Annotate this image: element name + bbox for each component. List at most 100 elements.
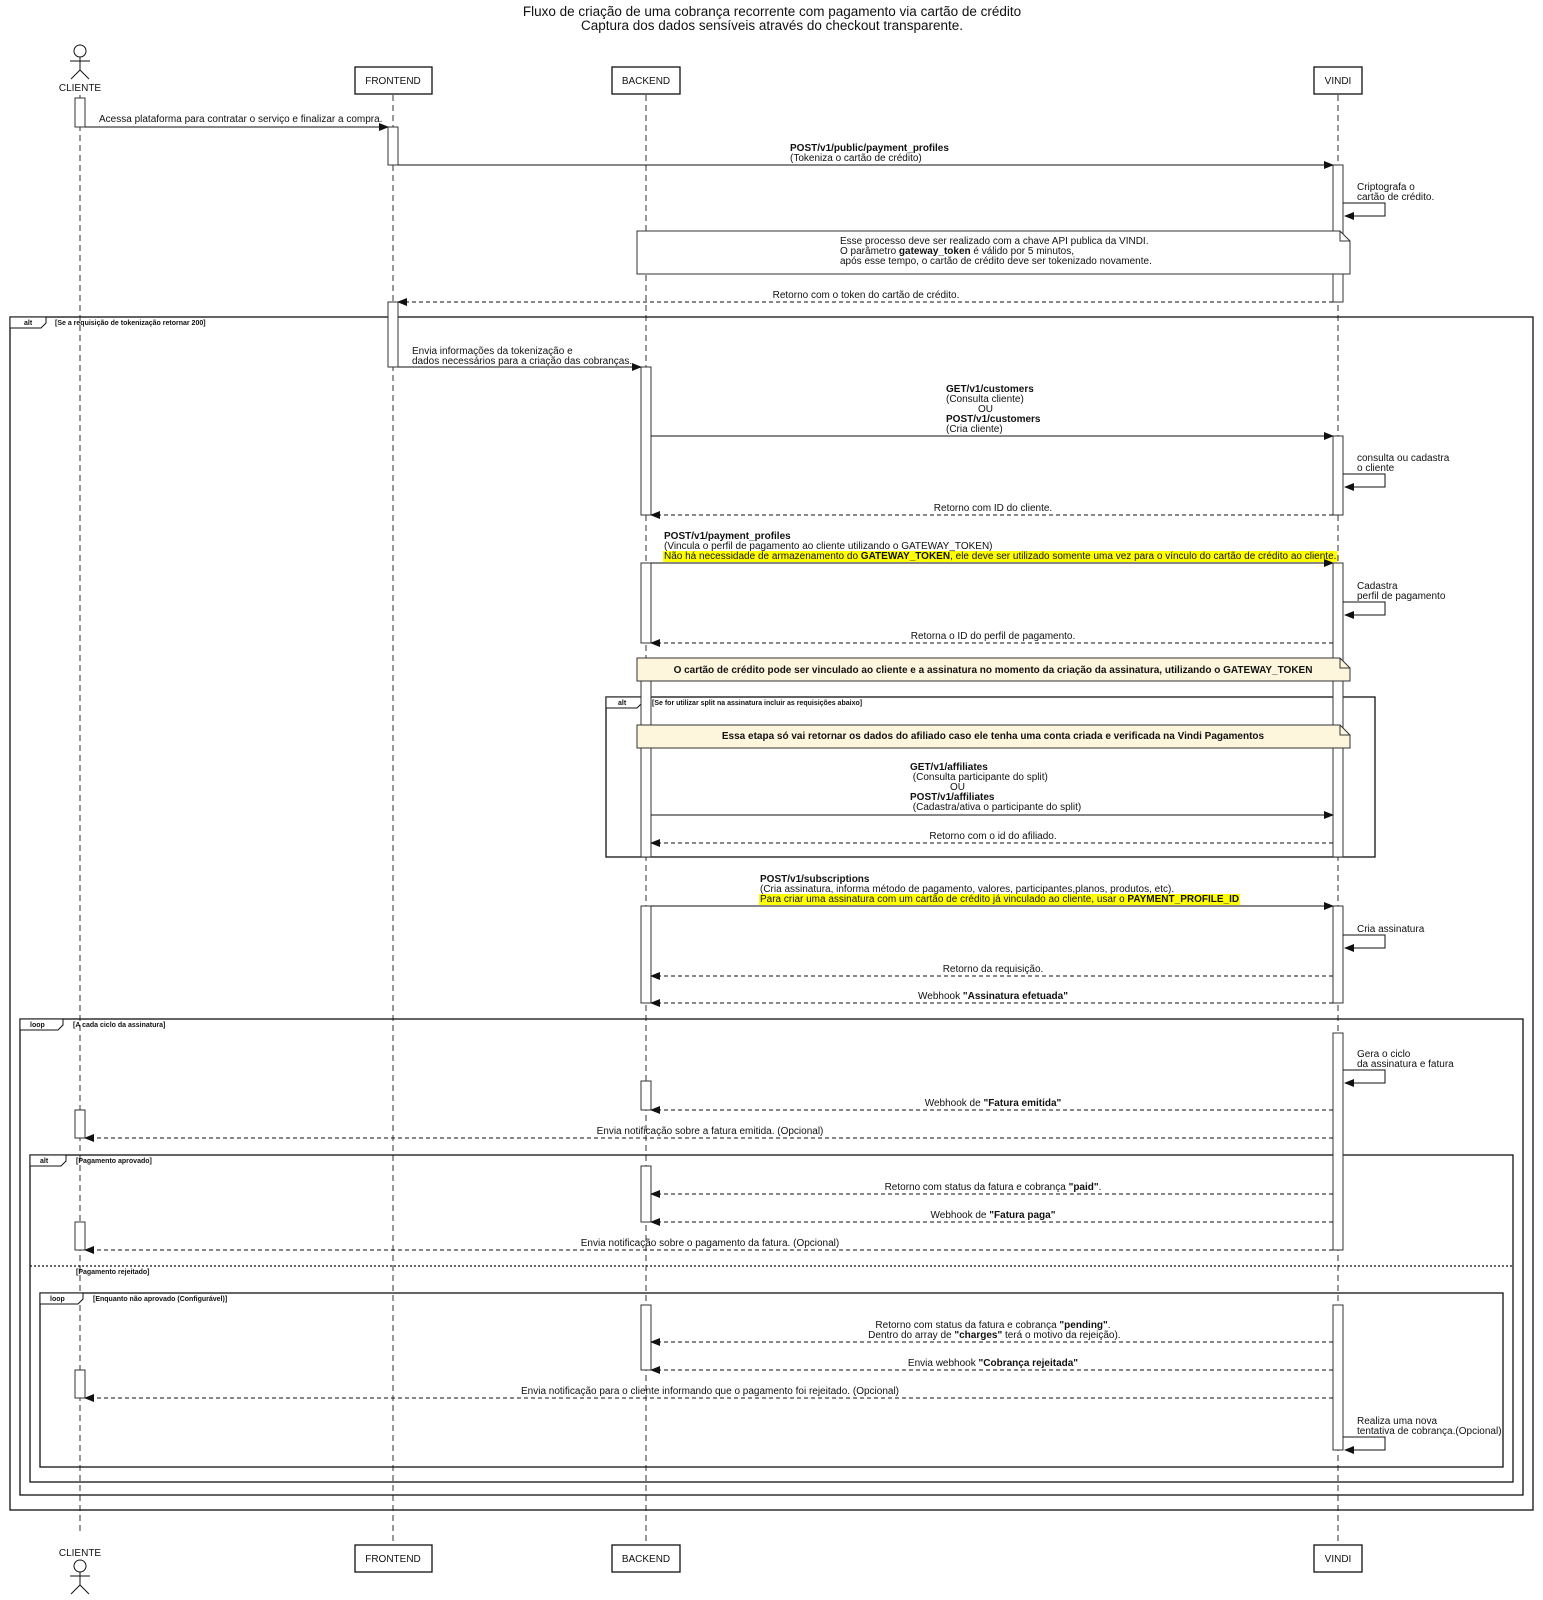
svg-text:Retorno com status da fatura e: Retorno com status da fatura e cobrança … xyxy=(875,1320,1110,1331)
svg-text:Retorno com o token do cartão: Retorno com o token do cartão de crédito… xyxy=(773,290,960,301)
frame-guard: [Pagamento aprovado] xyxy=(76,1158,152,1165)
svg-text:(Vincula o perfil de pagamento: (Vincula o perfil de pagamento ao client… xyxy=(664,541,993,552)
participant-label: FRONTEND xyxy=(365,1554,421,1565)
message-webhook-fatura-paga: Webhook de "Fatura paga" xyxy=(650,1210,1333,1226)
svg-text:Retorno da requisição.: Retorno da requisição. xyxy=(943,964,1044,975)
svg-text:Realiza uma nova: Realiza uma nova xyxy=(1357,1416,1437,1427)
message-webhook-cobranca-rejeitada: Envia webhook "Cobrança rejeitada" xyxy=(650,1358,1333,1374)
activations xyxy=(74,97,1344,1451)
svg-text:POST/v1/payment_profiles: POST/v1/payment_profiles xyxy=(664,531,791,542)
frame-guard: [Se for utilizar split na assinatura inc… xyxy=(652,700,862,707)
message-affiliates: GET/v1/affiliates (Consulta participante… xyxy=(651,762,1334,819)
activation-bar xyxy=(640,680,652,858)
svg-text:Retorna o ID do perfil de paga: Retorna o ID do perfil de pagamento. xyxy=(911,631,1076,642)
activation-bar xyxy=(640,1080,652,1111)
activation-bar xyxy=(1332,1032,1344,1251)
svg-text:Cadastra: Cadastra xyxy=(1357,581,1398,592)
message-post-public-payment-profiles: POST/v1/public/payment_profiles (Tokeniz… xyxy=(398,143,1334,169)
activation-bar xyxy=(74,1221,86,1251)
message-retorno-paid: Retorno com status da fatura e cobrança … xyxy=(650,1182,1333,1198)
activation-bar xyxy=(640,366,652,516)
svg-text:Gera o ciclo: Gera o ciclo xyxy=(1357,1049,1411,1060)
svg-text:GET/v1/customers: GET/v1/customers xyxy=(946,384,1034,395)
svg-text:tentativa de cobrança.(Opciona: tentativa de cobrança.(Opcional) xyxy=(1357,1426,1502,1437)
svg-text:o cliente: o cliente xyxy=(1357,463,1395,474)
svg-text:Envia notificação sobre o paga: Envia notificação sobre o pagamento da f… xyxy=(581,1238,840,1249)
participant-frontend-bottom: FRONTEND xyxy=(354,1544,433,1573)
note-gateway-token: O cartão de crédito pode ser vinculado a… xyxy=(636,657,1351,682)
participant-label: BACKEND xyxy=(622,76,670,87)
message-post-payment-profiles: POST/v1/payment_profiles (Vincula o perf… xyxy=(651,531,1338,567)
message-retorno-pending: Retorno com status da fatura e cobrança … xyxy=(650,1320,1333,1346)
participant-frontend-top: FRONTEND xyxy=(354,66,433,95)
svg-text:Retorno com ID do cliente.: Retorno com ID do cliente. xyxy=(934,503,1052,514)
svg-text:Acessa plataforma para contrat: Acessa plataforma para contratar o servi… xyxy=(99,114,382,125)
frame-else-guard: [Pagamento rejeitado] xyxy=(76,1269,150,1276)
svg-text:(Consulta cliente): (Consulta cliente) xyxy=(946,394,1024,405)
frame-kind: alt xyxy=(40,1158,49,1165)
svg-text:Essa etapa só vai retornar os: Essa etapa só vai retornar os dados do a… xyxy=(722,731,1265,742)
frame-loop-ciclo: loop [A cada ciclo da assinatura] xyxy=(19,1018,1524,1496)
participant-label: CLIENTE xyxy=(59,1548,102,1559)
message-post-subscriptions: POST/v1/subscriptions (Cria assinatura, … xyxy=(651,874,1334,910)
frame-kind: loop xyxy=(30,1022,45,1029)
svg-text:Webhook de "Fatura emitida": Webhook de "Fatura emitida" xyxy=(925,1098,1062,1109)
svg-text:Cria assinatura: Cria assinatura xyxy=(1357,924,1425,935)
svg-text:Envia notificação para o clien: Envia notificação para o cliente informa… xyxy=(521,1386,899,1397)
svg-text:(Consulta participante do spli: (Consulta participante do split) xyxy=(910,772,1048,783)
self-message-cadastra-perfil: Cadastra perfil de pagamento xyxy=(1343,581,1446,619)
message-acessa-plataforma: Acessa plataforma para contratar o servi… xyxy=(85,114,389,131)
svg-text:perfil de pagamento: perfil de pagamento xyxy=(1357,591,1446,602)
svg-text:POST/v1/subscriptions: POST/v1/subscriptions xyxy=(760,874,870,885)
actor-cliente-bottom: CLIENTE xyxy=(59,1548,102,1595)
svg-text:após esse tempo, o cartão de c: após esse tempo, o cartão de crédito dev… xyxy=(840,256,1152,267)
svg-text:da assinatura e fatura: da assinatura e fatura xyxy=(1357,1059,1454,1070)
svg-text:Dentro do array de "charges" t: Dentro do array de "charges" terá o moti… xyxy=(865,1330,1120,1341)
activation-bar xyxy=(74,97,86,128)
svg-text:(Cria assinatura, informa méto: (Cria assinatura, informa método de paga… xyxy=(760,884,1174,895)
participant-backend-bottom: BACKEND xyxy=(611,1544,681,1573)
activation-bar xyxy=(640,905,652,1004)
message-retorno-afiliado: Retorno com o id do afiliado. xyxy=(650,831,1333,847)
diagram-subtitle: Captura dos dados sensíveis através do c… xyxy=(581,18,963,33)
activation-bar xyxy=(1332,435,1344,516)
svg-text:(Tokeniza o cartão de crédito): (Tokeniza o cartão de crédito) xyxy=(790,153,922,164)
frame-loop-rejeitado: loop [Enquanto não aprovado (Configuráve… xyxy=(39,1292,1504,1468)
participant-label: BACKEND xyxy=(622,1554,670,1565)
activation-bar xyxy=(1332,905,1344,1004)
frame-alt-split: alt [Se for utilizar split na assinatura… xyxy=(605,696,1376,858)
message-notificacao-pagamento: Envia notificação sobre o pagamento da f… xyxy=(84,1238,1333,1254)
message-notificacao-fatura-emitida: Envia notificação sobre a fatura emitida… xyxy=(84,1126,1333,1142)
activation-bar xyxy=(640,1304,652,1371)
participant-label: VINDI xyxy=(1325,1554,1352,1565)
svg-text:Webhook de "Fatura paga": Webhook de "Fatura paga" xyxy=(931,1210,1056,1221)
svg-text:(Cadastra/ativa o participante: (Cadastra/ativa o participante do split) xyxy=(910,802,1081,813)
message-notificacao-rejeitado: Envia notificação para o cliente informa… xyxy=(84,1386,1333,1402)
activation-bar xyxy=(74,1109,86,1139)
message-retorno-requisicao: Retorno da requisição. xyxy=(650,964,1333,980)
svg-text:O parâmetro gateway_token é vá: O parâmetro gateway_token é válido por 5… xyxy=(840,246,1074,257)
frame-kind: alt xyxy=(24,320,33,327)
svg-text:Não há necessidade de armazena: Não há necessidade de armazenamento do G… xyxy=(664,551,1336,562)
self-message-nova-tentativa: Realiza uma nova tentativa de cobrança.(… xyxy=(1343,1416,1502,1454)
svg-text:POST/v1/customers: POST/v1/customers xyxy=(946,414,1041,425)
participant-label: CLIENTE xyxy=(59,83,102,94)
frame-alt-tokenizacao: alt [Se a requisição de tokenização reto… xyxy=(9,316,1534,1511)
message-customers: GET/v1/customers (Consulta cliente) OU P… xyxy=(651,384,1334,440)
svg-text:Webhook "Assinatura efetuada": Webhook "Assinatura efetuada" xyxy=(918,991,1068,1002)
frame-guard: [Se a requisição de tokenização retornar… xyxy=(55,320,206,327)
svg-text:Envia notificação sobre a fatu: Envia notificação sobre a fatura emitida… xyxy=(597,1126,824,1137)
message-retorno-id-cliente: Retorno com ID do cliente. xyxy=(650,503,1333,519)
activation-bar xyxy=(640,1165,652,1223)
frame-kind: loop xyxy=(50,1296,65,1303)
activation-bar xyxy=(387,126,399,166)
svg-text:Envia informações da tokenizaç: Envia informações da tokenização e xyxy=(412,346,573,357)
svg-text:Envia webhook "Cobrança rejeit: Envia webhook "Cobrança rejeitada" xyxy=(908,1358,1078,1369)
diagram-title: Fluxo de criação de uma cobrança recorre… xyxy=(523,4,1021,19)
note-chave-api: Esse processo deve ser realizado com a c… xyxy=(636,230,1351,275)
svg-text:Esse processo deve ser realiza: Esse processo deve ser realizado com a c… xyxy=(840,236,1149,247)
svg-text:dados necessários para a criaç: dados necessários para a criação das cob… xyxy=(412,356,632,367)
activation-bar xyxy=(1332,1304,1344,1451)
message-envia-tokenizacao: Envia informações da tokenização e dados… xyxy=(398,346,642,371)
svg-text:Criptografa o: Criptografa o xyxy=(1357,182,1415,193)
